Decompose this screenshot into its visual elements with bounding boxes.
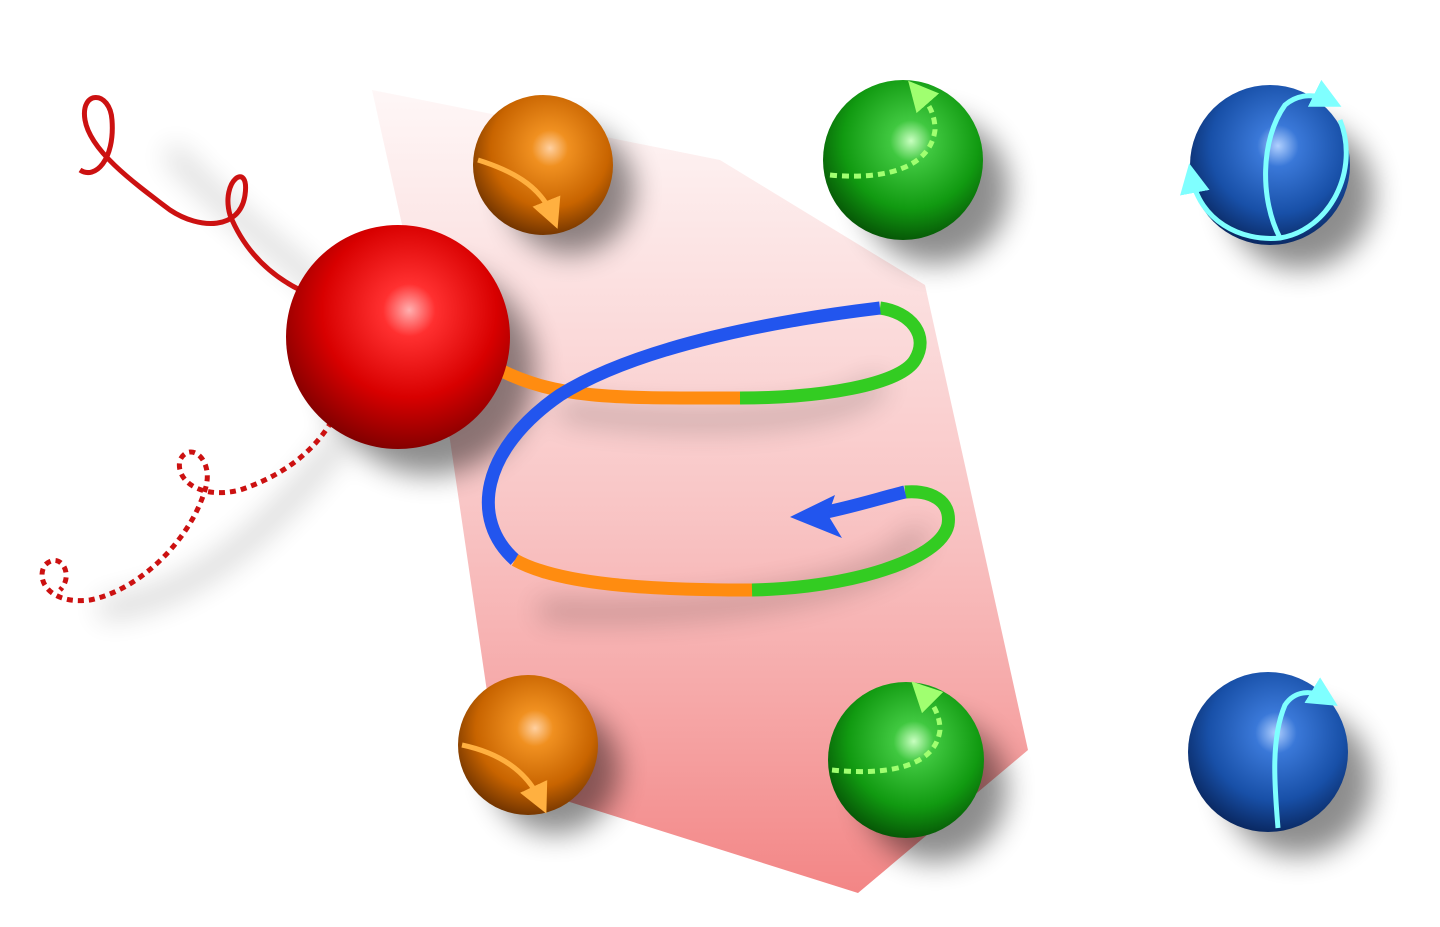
orange-sphere-bottom	[458, 675, 598, 815]
helix-arrow-icon	[481, 301, 955, 597]
blue-sphere-bottom	[1188, 672, 1348, 832]
blue-sphere-top	[1190, 85, 1350, 245]
spin-arrow-icon	[1180, 79, 1349, 241]
red-wave-dotted	[39, 369, 353, 604]
red-wave-solid	[78, 95, 302, 293]
orange-arrow-icon	[461, 742, 548, 814]
red-sphere	[286, 225, 510, 449]
green-arrow-icon	[829, 80, 940, 179]
orange-sphere-top	[473, 95, 613, 235]
green-sphere-top	[823, 80, 983, 240]
spin-arrow-icon	[1272, 677, 1338, 829]
green-sphere-bottom	[828, 682, 984, 838]
green-arrow-icon	[831, 681, 944, 775]
orange-arrow-icon	[477, 157, 561, 229]
